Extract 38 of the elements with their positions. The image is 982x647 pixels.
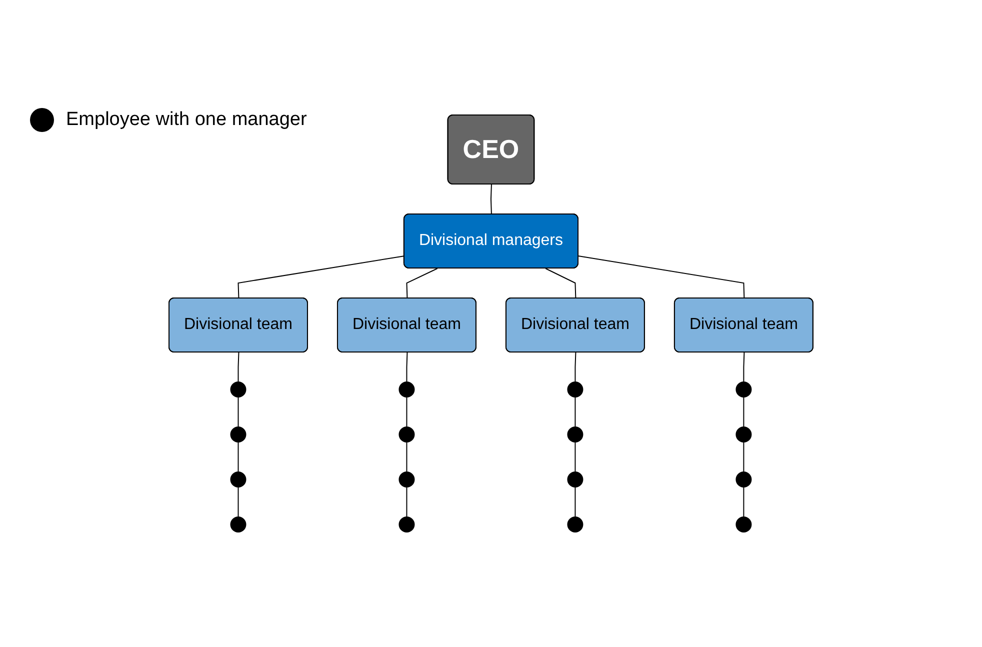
node-circle	[230, 426, 246, 442]
node-circle	[230, 382, 246, 398]
connector	[406, 268, 438, 299]
connector	[238, 442, 239, 472]
connector	[238, 352, 240, 382]
connector	[238, 486, 239, 518]
connector	[574, 352, 576, 382]
connector	[406, 442, 408, 472]
node-circle	[567, 472, 584, 488]
connector	[406, 486, 408, 518]
connector	[406, 396, 408, 428]
connector	[743, 486, 744, 518]
node-circle	[567, 516, 584, 532]
connector	[743, 396, 744, 428]
connector	[238, 396, 239, 428]
connector	[406, 352, 408, 382]
node-circle	[398, 516, 415, 532]
connector	[238, 255, 405, 299]
connector	[574, 486, 576, 518]
connector	[545, 268, 576, 299]
legend-text: Employee with one manager	[66, 109, 307, 131]
node-circle	[736, 382, 752, 398]
node-circle	[398, 382, 415, 398]
node-circle	[736, 472, 752, 488]
node-circle	[230, 472, 246, 488]
connector	[578, 255, 745, 299]
connector	[743, 442, 744, 472]
node-circle	[398, 426, 415, 442]
node-circle	[567, 382, 584, 398]
node-circle	[398, 472, 415, 488]
connector	[490, 184, 492, 215]
connector	[574, 442, 576, 472]
node-circle	[567, 426, 584, 442]
node-circle	[230, 516, 246, 532]
connector	[743, 352, 745, 382]
node-circle	[736, 426, 752, 442]
node-circle	[736, 516, 752, 532]
connector	[574, 396, 576, 428]
